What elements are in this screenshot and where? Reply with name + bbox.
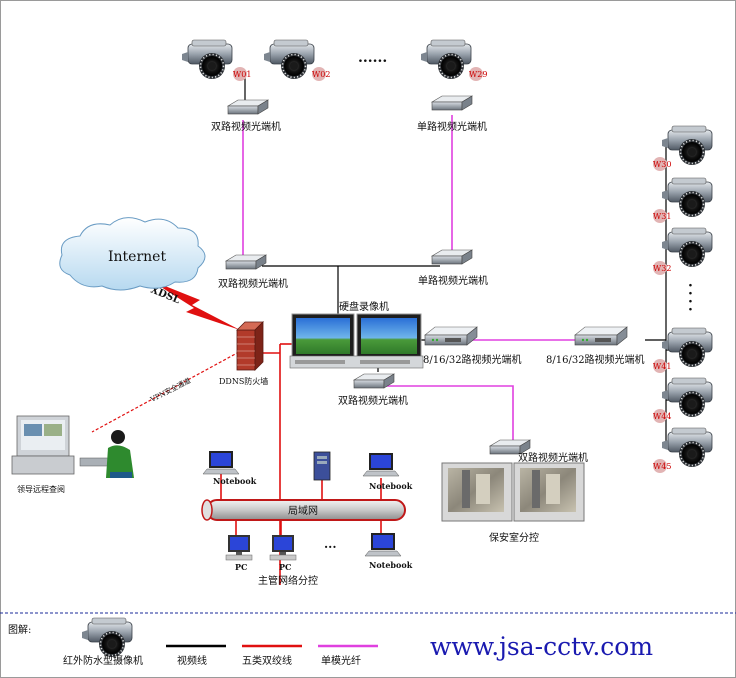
- top-ellipsis: ......: [358, 50, 387, 66]
- legend-fiber-label: 单模光纤: [321, 654, 361, 667]
- camera-w30: W30: [653, 125, 713, 171]
- camera-id-label: W01: [233, 70, 251, 79]
- top-left-transceiver: 双路视频光端机: [211, 99, 281, 133]
- notebook-label: Notebook: [369, 560, 413, 570]
- dvr-label: 硬盘录像机: [339, 300, 389, 313]
- mux-label: 8/16/32路视频光端机: [546, 353, 645, 366]
- mid-right-transceiver: 单路视频光端机: [418, 249, 488, 287]
- security-room-label: 保安室分控: [489, 531, 539, 544]
- camera-w31: W31: [653, 177, 713, 223]
- camera-w44: W44: [653, 377, 713, 423]
- legend-cat5-label: 五类双绞线: [242, 654, 292, 667]
- internet-cloud: Internet: [59, 217, 206, 291]
- camera-w45: W45: [653, 427, 713, 473]
- xdsl-bolt: [150, 280, 240, 330]
- notebook-1: Notebook: [202, 450, 257, 486]
- camera-badge: [653, 157, 667, 171]
- camera-w32: W32: [653, 227, 713, 275]
- lan-ellipsis: ...: [324, 537, 337, 551]
- camera-badge: [653, 209, 667, 223]
- vpn-label: VPN安全通道: [148, 376, 192, 404]
- security-transceiver: 双路视频光端机: [489, 439, 588, 464]
- lan-label: 局域网: [288, 504, 318, 517]
- camera-id-label: W02: [312, 70, 330, 79]
- camera-id-label: W31: [653, 212, 671, 221]
- notebook-label: Notebook: [369, 481, 413, 491]
- notebook-3: Notebook: [364, 532, 413, 570]
- camera-badge: [653, 409, 667, 423]
- transceiver-label: 单路视频光端机: [417, 120, 487, 133]
- svg-text:·: ·: [688, 278, 693, 294]
- ddns-firewall: DDNS防火墙: [219, 321, 268, 386]
- server: [313, 451, 331, 481]
- top-right-transceiver: 单路视频光端机: [417, 95, 487, 133]
- website-url: www.jsa-cctv.com: [430, 632, 653, 661]
- mid-left-transceiver: 双路视频光端机: [218, 254, 288, 290]
- legend-camera-label: 红外防水型摄像机: [63, 654, 143, 667]
- vpn-line: [91, 351, 240, 433]
- remote-viewer-label: 领导远程查阅: [17, 484, 65, 494]
- legend-camera-icon: [81, 617, 133, 658]
- camera-id-label: W30: [653, 160, 671, 169]
- legend-video-label: 视频线: [177, 654, 207, 667]
- camera-badge: [653, 459, 667, 473]
- dvr-transceiver: 双路视频光端机: [338, 373, 408, 407]
- svg-text:·: ·: [688, 294, 693, 310]
- right-ellipsis: · · · ·: [688, 278, 693, 318]
- legend: 图解: 红外防水型摄像机 视频线 五类双绞线 单模光纤: [8, 617, 378, 667]
- camera-badge: [653, 261, 667, 275]
- camera-w01: W01: [181, 39, 251, 81]
- remote-viewer: 领导远程查阅: [11, 415, 134, 494]
- camera-w29: W29: [420, 39, 487, 81]
- camera-badge: [469, 67, 483, 81]
- pc-label: PC: [235, 562, 247, 572]
- pc-2: PC: [269, 534, 297, 572]
- camera-badge: [233, 67, 247, 81]
- transceiver-label: 单路视频光端机: [418, 274, 488, 287]
- pc-1: PC: [225, 534, 253, 572]
- camera-id-label: W32: [653, 264, 671, 273]
- camera-w41: W41: [653, 327, 713, 373]
- transceiver-label: 双路视频光端机: [518, 451, 588, 464]
- camera-w02: W02: [263, 39, 330, 81]
- camera-badge: [653, 359, 667, 373]
- transceiver-label: 双路视频光端机: [338, 394, 408, 407]
- transceiver-label: 双路视频光端机: [211, 120, 281, 133]
- camera-badge: [312, 67, 326, 81]
- pc-label: PC: [279, 562, 291, 572]
- management-label: 主管网络分控: [258, 574, 318, 587]
- camera-id-label: W41: [653, 362, 671, 371]
- camera-id-label: W29: [469, 70, 487, 79]
- legend-title: 图解:: [8, 623, 31, 636]
- svg-text:·: ·: [688, 286, 693, 302]
- fiber-lines: [242, 115, 590, 440]
- dvr-monitors: 硬盘录像机: [289, 300, 424, 369]
- camera-id-label: W44: [653, 412, 671, 421]
- svg-text:·: ·: [688, 302, 693, 318]
- security-room-monitors: 保安室分控: [441, 462, 585, 544]
- notebook-label: Notebook: [213, 476, 257, 486]
- mux-b: 8/16/32路视频光端机: [546, 326, 645, 366]
- camera-id-label: W45: [653, 462, 671, 471]
- notebook-2: Notebook: [362, 452, 413, 491]
- mux-label: 8/16/32路视频光端机: [423, 353, 522, 366]
- lan-backbone: 局域网: [201, 499, 406, 521]
- firewall-label: DDNS防火墙: [219, 376, 268, 386]
- transceiver-label: 双路视频光端机: [218, 277, 288, 290]
- mux-a: 8/16/32路视频光端机: [423, 326, 522, 366]
- internet-label: Internet: [108, 249, 166, 265]
